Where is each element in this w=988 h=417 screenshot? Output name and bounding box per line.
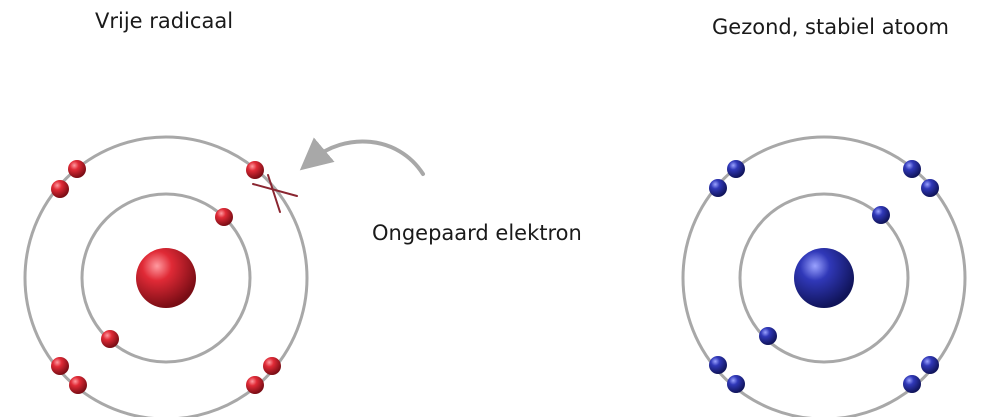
nucleus: [794, 248, 854, 308]
electron: [872, 206, 890, 224]
electron: [51, 180, 69, 198]
electron: [903, 375, 921, 393]
electron: [727, 160, 745, 178]
outer-orbit: [23, 135, 309, 417]
cross-mark-icon: [252, 174, 298, 213]
free-radical-atom: [23, 135, 309, 417]
unpaired-electron: [246, 161, 264, 179]
electron: [68, 160, 86, 178]
electron: [921, 179, 939, 197]
electron: [709, 179, 727, 197]
inner-orbit: [738, 192, 910, 364]
inner-orbit: [80, 192, 252, 364]
electron: [903, 160, 921, 178]
electron: [215, 208, 233, 226]
electron: [263, 357, 281, 375]
stable-atom-title: Gezond, stabiel atoom: [712, 15, 949, 39]
electron: [759, 327, 777, 345]
outer-orbit: [681, 135, 967, 417]
nucleus: [136, 248, 196, 308]
curved-arrow-icon: [299, 137, 425, 176]
electron: [51, 357, 69, 375]
electron: [246, 376, 264, 394]
electron: [709, 356, 727, 374]
electron: [101, 330, 119, 348]
electron: [727, 375, 745, 393]
free-radical-title: Vrije radicaal: [95, 9, 234, 33]
stable-atom: [681, 135, 967, 417]
unpaired-electron-label: Ongepaard elektron: [372, 221, 582, 245]
electron: [69, 376, 87, 394]
electron: [921, 356, 939, 374]
